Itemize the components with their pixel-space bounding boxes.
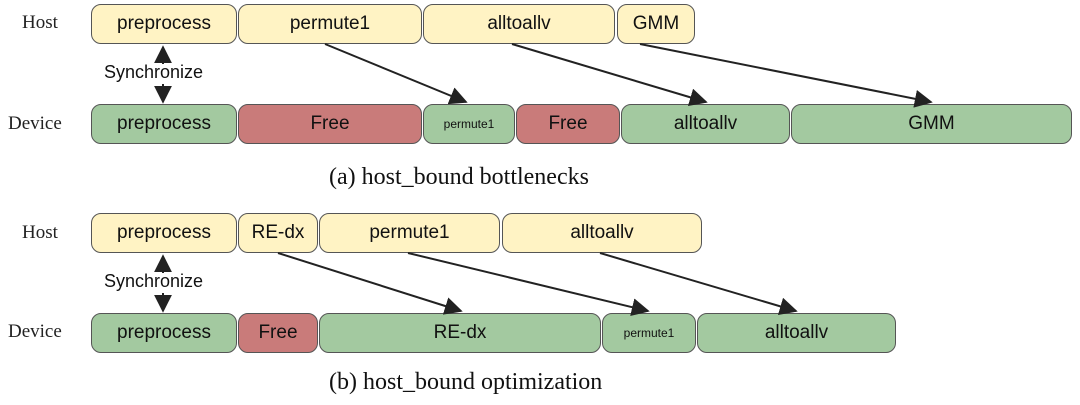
host-box-permute1-b: permute1 [319, 213, 500, 253]
host-box-preprocess-b: preprocess [91, 213, 237, 253]
launch-arrow-permute1-a [324, 43, 468, 105]
launch-arrow-re-dx-b [277, 252, 463, 315]
host-box-re-dx-b: RE-dx [238, 213, 318, 253]
launch-arrow-permute1-b [407, 252, 650, 316]
device-box-permute1-b: permute1 [602, 313, 696, 353]
device-box-free-2-a: Free [516, 104, 620, 144]
device-box-free-b: Free [238, 313, 318, 353]
host-box-alltoallv-b: alltoallv [502, 213, 702, 253]
host-box-preprocess-a: preprocess [91, 4, 237, 44]
caption-a: (a) host_bound bottlenecks [329, 164, 589, 190]
host-box-gmm-a: GMM [617, 4, 695, 44]
synchronize-label-a: Synchronize [104, 62, 204, 82]
host-row-label-a: Host [22, 12, 58, 33]
launch-arrow-alltoallv-b [599, 252, 798, 316]
synchronize-label-b: Synchronize [104, 271, 204, 291]
host-row-label-b: Host [22, 222, 58, 243]
device-box-preprocess-a: preprocess [91, 104, 237, 144]
device-row-label-b: Device [8, 321, 62, 342]
host-box-alltoallv-a: alltoallv [423, 4, 615, 44]
device-box-alltoallv-a: alltoallv [621, 104, 790, 144]
host-box-permute1-a: permute1 [238, 4, 422, 44]
device-box-preprocess-b: preprocess [91, 313, 237, 353]
device-row-label-a: Device [8, 113, 62, 134]
caption-b: (b) host_bound optimization [329, 369, 603, 395]
device-box-permute1-a: permute1 [423, 104, 515, 144]
device-box-re-dx-b: RE-dx [319, 313, 601, 353]
device-box-free-1-a: Free [238, 104, 422, 144]
launch-arrow-alltoallv-a [511, 43, 708, 106]
launch-arrow-gmm-a [639, 43, 933, 108]
